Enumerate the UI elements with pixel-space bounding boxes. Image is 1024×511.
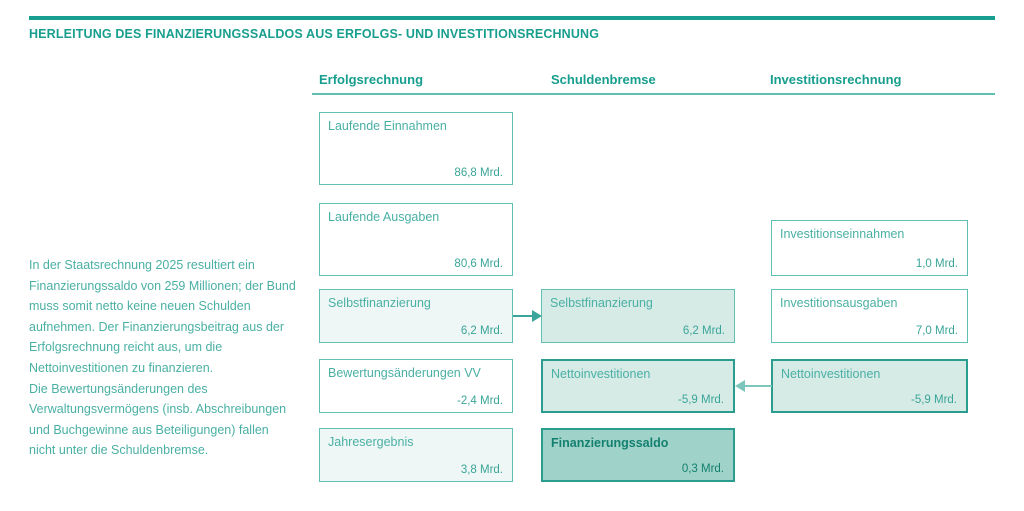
box-selbstfinanzierung-erfolgsrechnung: Selbstfinanzierung 6,2 Mrd. <box>319 289 513 343</box>
box-label: Bewertungsänderungen VV <box>328 366 481 380</box>
box-value: 0,3 Mrd. <box>681 463 724 475</box>
box-bewertungsaenderungen-vv: Bewertungsänderungen VV -2,4 Mrd. <box>319 359 513 413</box>
column-header-schuldenbremse: Schuldenbremse <box>551 72 656 87</box>
box-value: -5,9 Mrd. <box>910 394 957 406</box>
box-label: Nettoinvestitionen <box>551 367 651 381</box>
column-header-investitionsrechnung: Investitionsrechnung <box>770 72 902 87</box>
box-label: Laufende Einnahmen <box>328 119 447 133</box>
arrow-left-nettoinvestitionen-icon <box>735 379 772 393</box>
box-label: Investitionseinnahmen <box>780 227 905 241</box>
box-laufende-einnahmen: Laufende Einnahmen 86,8 Mrd. <box>319 112 513 185</box>
side-note: In der Staatsrechnung 2025 resultiert ei… <box>29 255 297 461</box>
box-value: 3,8 Mrd. <box>460 464 503 476</box>
side-note-paragraph-2: Die Bewertungsänderungen des Verwaltungs… <box>29 381 287 458</box>
arrow-head <box>735 380 745 392</box>
box-investitionsausgaben: Investitionsausgaben 7,0 Mrd. <box>771 289 968 343</box>
box-label: Nettoinvestitionen <box>781 367 881 381</box>
arrow-shaft <box>743 385 772 387</box>
arrow-head <box>532 310 542 322</box>
box-label: Laufende Ausgaben <box>328 210 440 224</box>
box-label: Finanzierungssaldo <box>551 436 669 450</box>
box-selbstfinanzierung-schuldenbremse: Selbstfinanzierung 6,2 Mrd. <box>541 289 735 343</box>
box-label: Jahresergebnis <box>328 435 414 449</box>
box-value: 86,8 Mrd. <box>454 167 503 179</box>
box-jahresergebnis: Jahresergebnis 3,8 Mrd. <box>319 428 513 482</box>
box-value: -5,9 Mrd. <box>677 394 724 406</box>
arrow-right-selbstfinanzierung-icon <box>513 309 542 323</box>
box-value: 6,2 Mrd. <box>682 325 725 337</box>
header-divider-rule <box>312 93 995 95</box>
box-finanzierungssaldo: Finanzierungssaldo 0,3 Mrd. <box>541 428 735 482</box>
box-value: 80,6 Mrd. <box>454 258 503 270</box>
page-title: HERLEITUNG DES FINANZIERUNGSSALDOS AUS E… <box>29 27 600 41</box>
box-laufende-ausgaben: Laufende Ausgaben 80,6 Mrd. <box>319 203 513 276</box>
box-value: 6,2 Mrd. <box>460 325 503 337</box>
box-label: Selbstfinanzierung <box>550 296 653 310</box>
box-investitionseinnahmen: Investitionseinnahmen 1,0 Mrd. <box>771 220 968 276</box>
arrow-shaft <box>513 315 534 317</box>
column-header-erfolgsrechnung: Erfolgsrechnung <box>319 72 424 87</box>
side-note-paragraph-1: In der Staatsrechnung 2025 resultiert ei… <box>29 258 296 375</box>
box-value: 7,0 Mrd. <box>915 325 958 337</box>
box-label: Selbstfinanzierung <box>328 296 431 310</box>
box-nettoinvestitionen-schuldenbremse: Nettoinvestitionen -5,9 Mrd. <box>541 359 735 413</box>
box-label: Investitionsausgaben <box>780 296 898 310</box>
box-value: -2,4 Mrd. <box>456 395 503 407</box>
box-value: 1,0 Mrd. <box>915 258 958 270</box>
top-rule <box>29 16 995 20</box>
box-nettoinvestitionen-investitionsrechnung: Nettoinvestitionen -5,9 Mrd. <box>771 359 968 413</box>
